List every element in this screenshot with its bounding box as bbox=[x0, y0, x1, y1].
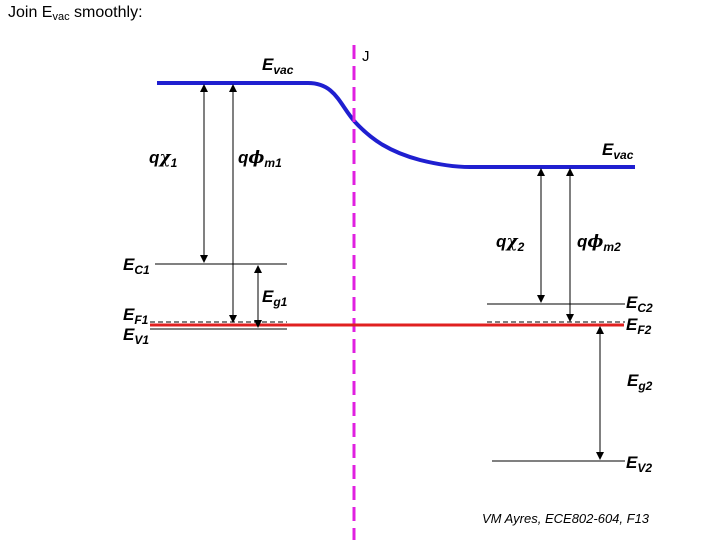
heading-prefix: Join E bbox=[8, 4, 53, 21]
arrow-q-phi-m2 bbox=[566, 168, 574, 322]
q-chi-1-label: qχ1 bbox=[149, 148, 178, 170]
arrow-q-chi-1 bbox=[200, 84, 208, 263]
arrow-q-phi-m1 bbox=[229, 84, 237, 323]
ec2-label: EC2 bbox=[626, 293, 653, 315]
ef1-label: EF1 bbox=[123, 305, 149, 327]
page-heading: Join Evac smoothly: bbox=[8, 4, 143, 23]
arrow-eg2 bbox=[596, 326, 604, 460]
ef2-label: EF2 bbox=[626, 315, 652, 337]
ev2-label: EV2 bbox=[626, 453, 653, 475]
arrow-eg1 bbox=[254, 265, 262, 328]
arrow-q-chi-2 bbox=[537, 168, 545, 303]
evac-left-label: Evac bbox=[262, 55, 294, 77]
q-phi-m1-label: qϕm1 bbox=[238, 148, 282, 170]
heading-sub: vac bbox=[52, 11, 70, 23]
ec1-label: EC1 bbox=[123, 255, 150, 277]
heading-suffix: smoothly: bbox=[69, 4, 143, 21]
evac-right-label: Evac bbox=[602, 140, 634, 162]
eg1-label: Eg1 bbox=[262, 287, 288, 309]
q-chi-2-label: qχ2 bbox=[496, 232, 525, 254]
q-phi-m2-label: qϕm2 bbox=[577, 232, 621, 254]
vacuum-level-curve bbox=[157, 81, 635, 169]
ev1-label: EV1 bbox=[123, 325, 150, 347]
junction-label: J bbox=[362, 48, 370, 65]
eg2-label: Eg2 bbox=[627, 371, 653, 393]
credit-text: VM Ayres, ECE802-604, F13 bbox=[482, 511, 650, 526]
